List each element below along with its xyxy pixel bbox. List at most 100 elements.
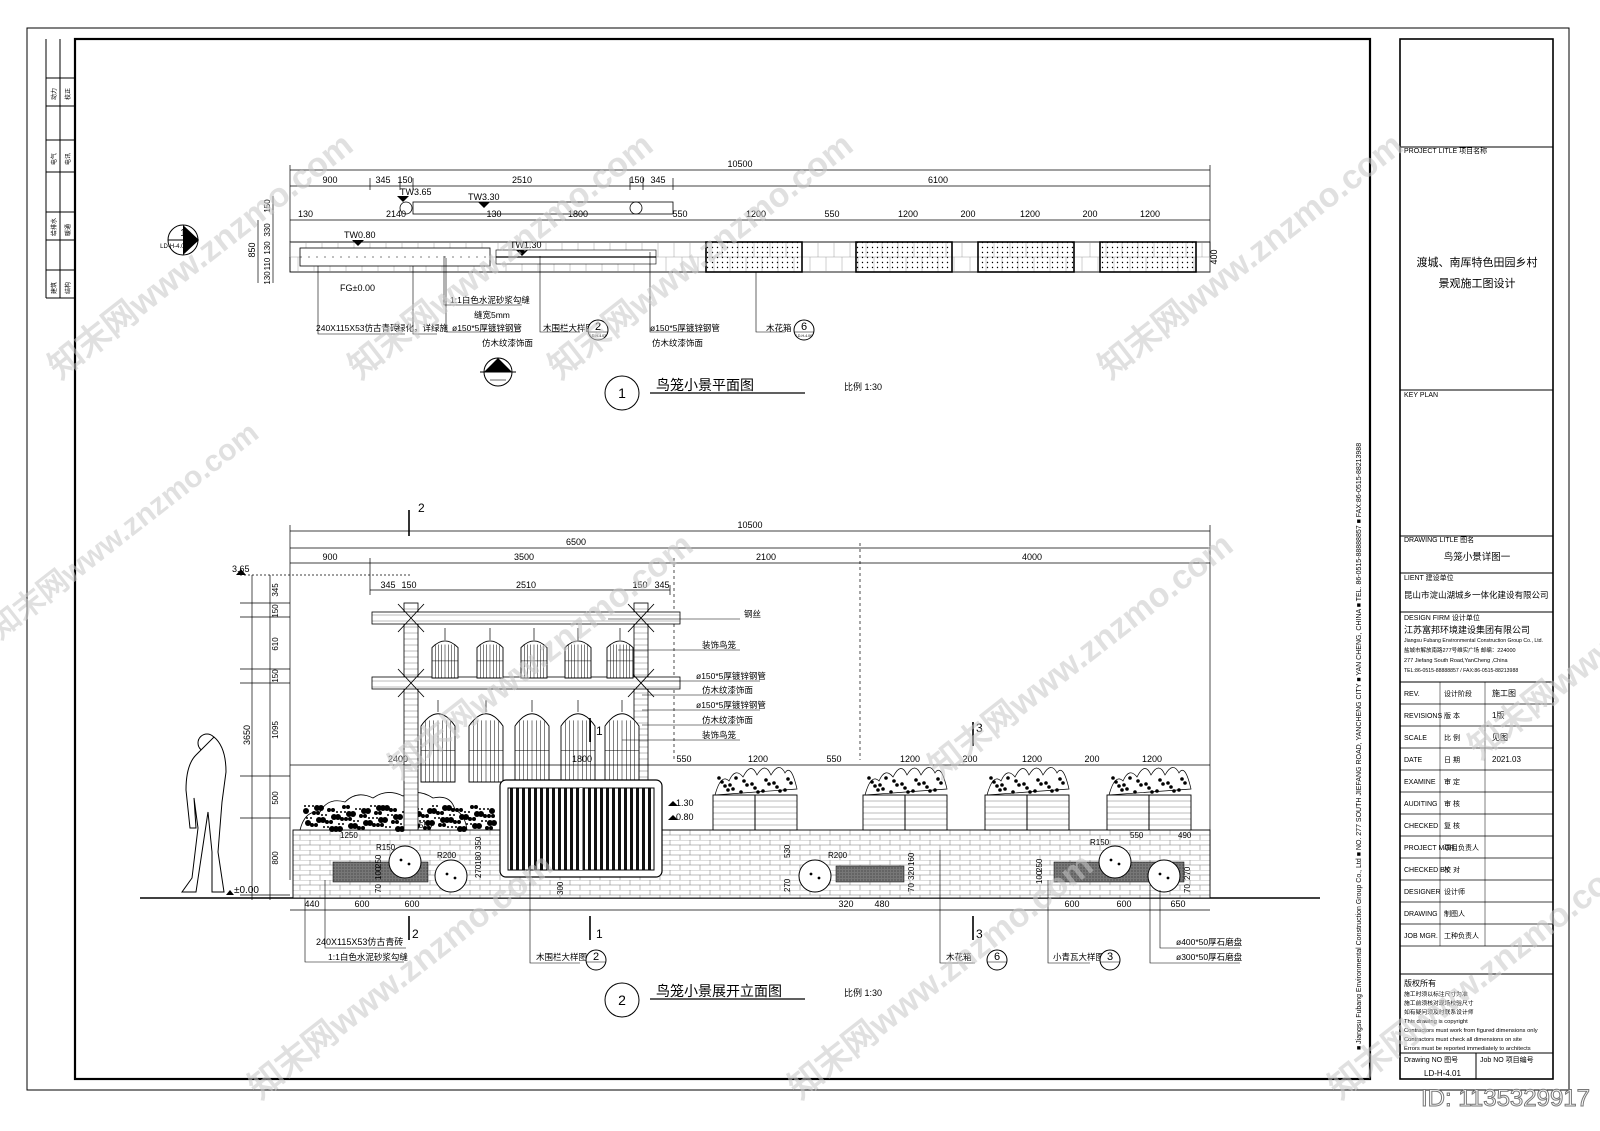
elev-inner-2: R150 [376, 843, 396, 852]
elev-inner-14: 70 [907, 883, 916, 892]
tb-row-cn: 复 核 [1444, 821, 1460, 830]
elev-dim-mid-6: 200 [962, 754, 977, 764]
elev-dim-b-0: 440 [304, 899, 319, 909]
tb-row-en: DATE [1404, 757, 1422, 764]
tb-key-plan: KEY PLAN [1404, 392, 1438, 399]
plan-scale: 比例 1:30 [844, 381, 882, 392]
tb-row-cn: 工种负责人 [1444, 931, 1479, 940]
elev-dim-r3-2: 2510 [516, 580, 536, 590]
tb-note: Errors must be reported immediately to a… [1404, 1046, 1531, 1052]
plan-level-4: FG±0.00 [340, 283, 375, 293]
elev-inner-22: 270 [1183, 866, 1192, 880]
svg-text:LD-H-4.02: LD-H-4.02 [160, 244, 188, 250]
plan-title: 鸟笼小景平面图 [656, 377, 754, 393]
human-figure [181, 733, 227, 893]
watermark-6: 知末网www.znzmo.com [922, 526, 1241, 787]
elev-dim-left-3: 150 [271, 669, 280, 683]
elev-dim-b-1: 600 [354, 899, 369, 909]
birdcage-icon [431, 628, 459, 679]
elevation-view: 10500 6500 4000 900 3500 2100 345 150 25… [140, 501, 1320, 1018]
elev-rlabel-6: 装饰鸟笼 [702, 730, 737, 740]
left-strip-1: 校正 [64, 88, 72, 100]
planter-box [1106, 767, 1192, 831]
tb-drawing: 鸟笼小景详图一 [1444, 551, 1511, 563]
plan-level-0: TW3.65 [400, 187, 432, 197]
elev-dim-b-7: 650 [1170, 899, 1185, 909]
tb-row-val: 施工图 [1492, 688, 1516, 698]
plan-dim-2-1: 2140 [386, 209, 406, 219]
tb-row-en: EXAMINE [1404, 779, 1436, 786]
elev-blabel-2: 木围栏大样图 [536, 952, 587, 962]
elev-dim-mid-3: 1200 [748, 754, 768, 764]
elev-secmark-4: 2 [412, 927, 419, 941]
tb-row-cn: 审 定 [1444, 777, 1460, 786]
elev-inner-23: 70 [1183, 884, 1192, 893]
tb-row-val: 1版 [1492, 710, 1504, 720]
plan-dim-2-10: 200 [1082, 209, 1097, 219]
tb-row-cn: 版 本 [1444, 711, 1460, 720]
left-strip-4: 给排水 [50, 218, 58, 236]
tb-row-cn: 项目负责人 [1444, 843, 1479, 852]
elev-dim-r3-3: 150 [632, 580, 647, 590]
tb-notes-title: 版权所有 [1404, 978, 1436, 988]
tb-row-en: CHECKED [1404, 823, 1438, 830]
tb-row-cn: 日 期 [1444, 756, 1460, 764]
elev-level-0: 3.65 [232, 564, 250, 574]
elev-dim-mid-2: 550 [676, 754, 691, 764]
elev-blabel-6: ø300*50厚石磨盘 [1176, 952, 1243, 962]
tb-firm-addr-0: 盐城市解放南路277号维实广场 邮编：224000 [1404, 646, 1516, 654]
elev-inner-15: 320 [907, 866, 916, 880]
elev-dim-mid-8: 200 [1084, 754, 1099, 764]
tb-row-en: SCALE [1404, 735, 1427, 742]
plan-dim-top-0: 900 [322, 175, 337, 185]
svg-text:2: 2 [595, 321, 601, 333]
elev-secmark-3: 3 [976, 927, 983, 941]
tb-row-val: 2021.03 [1492, 755, 1521, 764]
plan-dim-2-9: 1200 [1020, 209, 1040, 219]
tb-row-val: 见图 [1492, 733, 1508, 742]
elev-rlabel-0: 钢丝 [744, 609, 762, 619]
plan-view: 10500 900 345 150 2510 150 345 6100 130 … [160, 159, 1219, 411]
birdcage-icon [606, 628, 634, 679]
svg-text:2: 2 [495, 361, 501, 373]
elev-dim-b-5: 600 [1064, 899, 1079, 909]
plan-label-2: 1:1白色水泥砂浆勾缝 [450, 295, 530, 305]
left-strip-2: 电气 [50, 153, 58, 165]
plan-dim-2-7: 1200 [898, 209, 918, 219]
elev-dim-left-0: 345 [271, 583, 280, 597]
elev-title-num: 2 [618, 992, 626, 1008]
elev-inner-19: 490 [1178, 831, 1192, 840]
elev-scale: 比例 1:30 [844, 987, 882, 998]
tb-row-cn: 校 对 [1444, 865, 1460, 874]
plan-dim-top-5: 345 [650, 175, 665, 185]
svg-text:2: 2 [593, 951, 599, 963]
elev-rlabel-4: ø150*5厚镀锌钢管 [696, 700, 766, 710]
elev-dim-b-6: 600 [1116, 899, 1131, 909]
tb-note: 施工时须以标注尺寸为准 [1404, 990, 1468, 998]
birdcage-icon [520, 628, 548, 679]
elev-dim-mid-1: 1800 [572, 754, 592, 764]
elev-inner-17: R150 [1090, 838, 1110, 847]
elev-inner-16: 160 [907, 852, 916, 866]
tb-row-cn: 设计阶段 [1444, 689, 1472, 698]
elev-dim-r3-0: 345 [380, 580, 395, 590]
shrub-planting [299, 792, 497, 832]
elev-inner-9: 70 [374, 884, 383, 893]
svg-text:LD-H-4.03: LD-H-4.03 [590, 334, 606, 338]
elev-inner-18: 550 [1130, 831, 1144, 840]
elev-callout-2: 2 [585, 949, 607, 971]
elev-inner-0: 1250 [340, 831, 358, 840]
tb-drawing-no: LD-H-4.01 [1424, 1069, 1461, 1078]
tb-note: Contractors must check all dimensions on… [1404, 1037, 1522, 1043]
elev-dim-left-1: 150 [271, 604, 280, 618]
plan-dim-2-5: 1200 [746, 209, 766, 219]
tb-project-0: 渡城、南厍特色田园乡村 [1417, 255, 1538, 269]
elev-inner-8: 100 [374, 866, 383, 880]
plan-dim-total: 10500 [727, 159, 752, 169]
plan-dim-top-6: 6100 [928, 175, 948, 185]
plan-dim-top-1: 345 [375, 175, 390, 185]
elev-dim-total: 10500 [737, 520, 762, 530]
tb-firm-addr-2: TEL:86-0515-88888857 / FAX:86-0515-88213… [1404, 668, 1518, 674]
plan-dim-2-6: 550 [824, 209, 839, 219]
